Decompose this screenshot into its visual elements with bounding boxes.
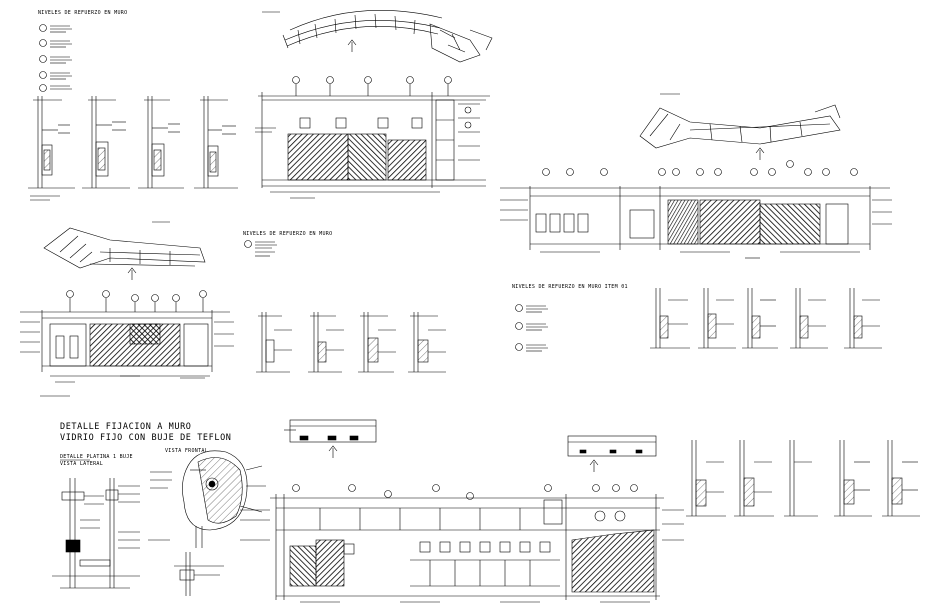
elevation-bottom-center [240,484,684,603]
slanted-plan-left [43,221,206,280]
wall-sections-bottom-right [686,440,920,517]
title-niveles-refuerzo-top: NIVELES DE REFUERZO EN MURO [38,10,128,16]
legend-top-left [39,24,72,92]
curved-plan-right [639,93,841,160]
wall-sections-mid [256,312,446,373]
plan-strips-bottom [284,419,657,472]
elevation-right [500,160,892,259]
detalle-title-line-2: VIDRIO FIJO CON BUJE DE TEFLON [60,433,232,443]
legend-mid [244,240,277,257]
vista-lateral-label: VISTA LATERAL [60,461,104,467]
title-niveles-refuerzo-mid: NIVELES DE REFUERZO EN MURO [243,231,333,237]
curved-plan-top [262,10,493,63]
wall-sections-top-left [28,96,238,201]
vista-frontal-label: VISTA FRONTAL [165,448,209,454]
elevation-left-mid [20,290,234,397]
legend-right-mid [515,304,548,352]
elevation-top-center [255,76,490,199]
detalle-title-line-1: DETALLE FIJACION A MURO [60,422,192,432]
title-niveles-refuerzo-item: NIVELES DE REFUERZO EN MURO ITEM 01 [512,284,628,290]
fixing-detail-bottom-left [52,450,266,596]
wall-sections-right-mid [650,288,882,349]
detalle-sub-label: DETALLE PLATINA 1 BUJE [60,454,133,460]
